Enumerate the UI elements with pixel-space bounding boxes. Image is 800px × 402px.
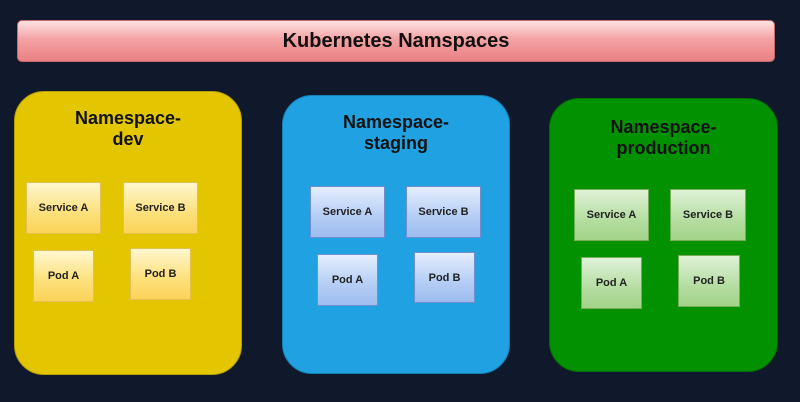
- dev-pod-b: Pod B: [130, 248, 191, 300]
- production-service-b: Service B: [670, 189, 746, 241]
- staging-service-b: Service B: [406, 186, 481, 238]
- namespace-dev-label: Namespace- dev: [74, 108, 182, 149]
- staging-service-a: Service A: [310, 186, 385, 238]
- production-service-a: Service A: [574, 189, 649, 241]
- dev-service-b: Service B: [123, 182, 198, 234]
- namespace-production-label: Namespace- production: [610, 117, 717, 158]
- production-pod-b: Pod B: [678, 255, 740, 307]
- diagram-title: Kubernetes Namspaces: [17, 20, 775, 62]
- staging-pod-b: Pod B: [414, 252, 475, 303]
- dev-pod-a: Pod A: [33, 250, 94, 302]
- dev-service-a: Service A: [26, 182, 101, 234]
- namespace-staging-label: Namespace- staging: [342, 112, 450, 153]
- staging-pod-a: Pod A: [317, 254, 378, 306]
- production-pod-a: Pod A: [581, 257, 642, 309]
